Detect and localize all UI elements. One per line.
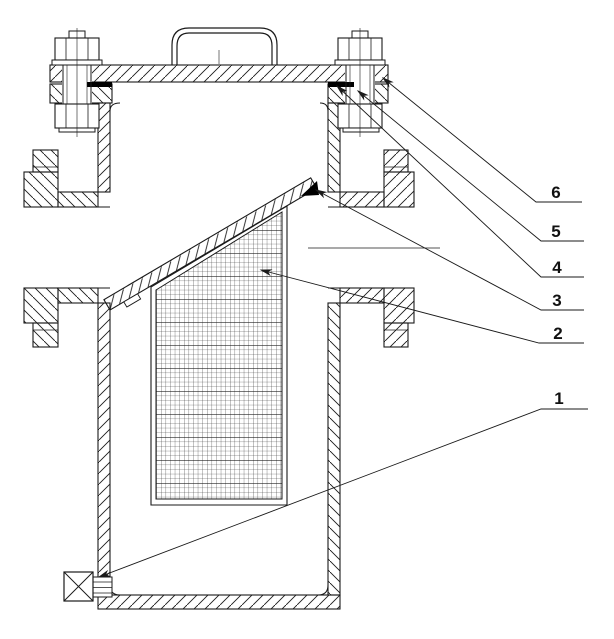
right-gasket: [328, 82, 354, 87]
mesh-basket: [150, 205, 288, 506]
callout-number-3: 3: [552, 291, 561, 310]
left-gasket: [87, 82, 112, 87]
strainer-inclined-plate: [103, 177, 319, 311]
callout-leader-3: [314, 189, 584, 311]
weld-mark: [301, 181, 319, 196]
callout-number-5: 5: [551, 222, 560, 241]
vessel-bottom-plate: [97, 584, 341, 610]
cover-plate: [49, 64, 389, 83]
callout-leader-6: [381, 77, 582, 203]
callout-leader-4: [335, 84, 584, 278]
outlet-flange: [328, 149, 415, 348]
callout-leader-5: [356, 90, 584, 242]
callout-number-4: 4: [552, 258, 562, 277]
vessel-left-wall: [97, 102, 111, 596]
handle: [171, 27, 278, 65]
vessel-right-wall: [327, 102, 341, 596]
left-bolt-assembly: [51, 28, 103, 137]
callout-leader-1: [97, 408, 588, 578]
callout-leader-2: [259, 269, 584, 344]
right-bolt-assembly: [334, 28, 386, 137]
drain-plug: [63, 571, 113, 602]
callout-leaders: [97, 77, 588, 578]
callout-number-2: 2: [553, 324, 562, 343]
inlet-flange: [23, 149, 110, 348]
callout-number-1: 1: [554, 389, 563, 408]
callout-number-6: 6: [551, 183, 560, 202]
